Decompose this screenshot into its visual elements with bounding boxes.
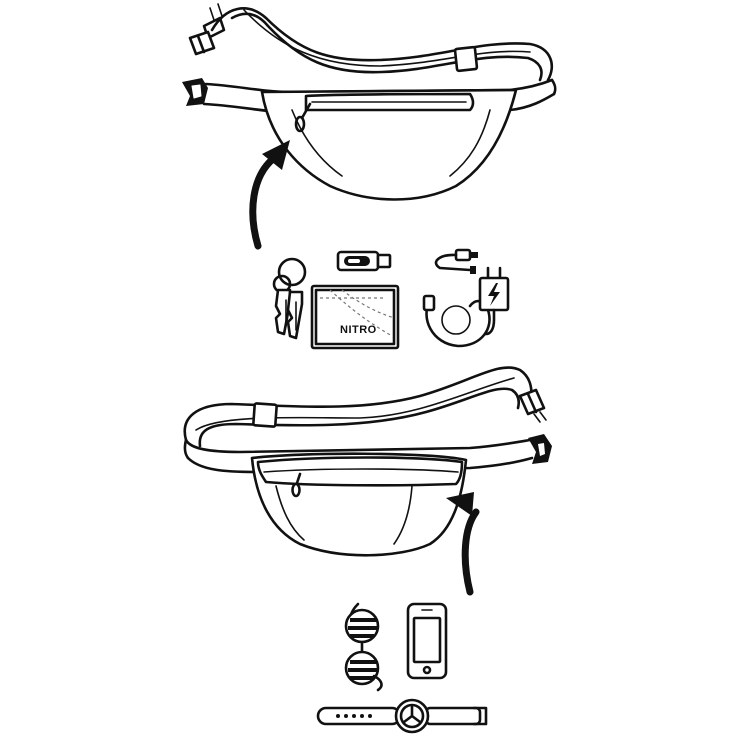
top-bag-buckle-upper xyxy=(188,3,226,56)
arrow-into-bottom-bag xyxy=(446,492,480,596)
bottom-bag-strap-outer xyxy=(183,366,533,442)
bottom-bag-strap-slider xyxy=(252,402,278,428)
bottom-bag-zipper-pull xyxy=(291,472,302,498)
bottom-bag-body xyxy=(250,452,468,557)
top-bag-strap-slider xyxy=(453,45,479,73)
bottom-hip-bag xyxy=(183,366,552,557)
wristwatch-icon xyxy=(316,698,488,734)
top-bag-strap-back-inner xyxy=(230,12,543,82)
smartphone-icon xyxy=(406,602,448,680)
top-bag-body xyxy=(260,88,518,201)
charger-icon xyxy=(478,266,510,336)
arrow-into-top-bag xyxy=(249,140,290,250)
wallet-icon: NITRO xyxy=(310,284,400,350)
bottom-bag-buckle-upper xyxy=(518,388,547,423)
keys-icon xyxy=(272,257,307,340)
sunglasses-icon xyxy=(344,602,383,692)
top-bag-front-zip xyxy=(304,92,475,112)
top-hip-bag xyxy=(182,3,557,201)
bottom-bag-waist-strap-top xyxy=(184,438,532,454)
top-bag-strap-stitch xyxy=(243,9,531,67)
top-bag-buckle-lower xyxy=(182,78,208,106)
usb-stick-icon xyxy=(336,250,392,272)
bottom-bag-front-zip xyxy=(256,456,464,487)
top-bag-strap-back xyxy=(210,7,553,82)
bottom-bag-strap-inner xyxy=(198,387,521,448)
top-bag-zipper-pull xyxy=(294,102,312,133)
bottom-bag-buckle-lower xyxy=(528,434,552,464)
wallet-brand-label: NITRO xyxy=(340,324,377,336)
